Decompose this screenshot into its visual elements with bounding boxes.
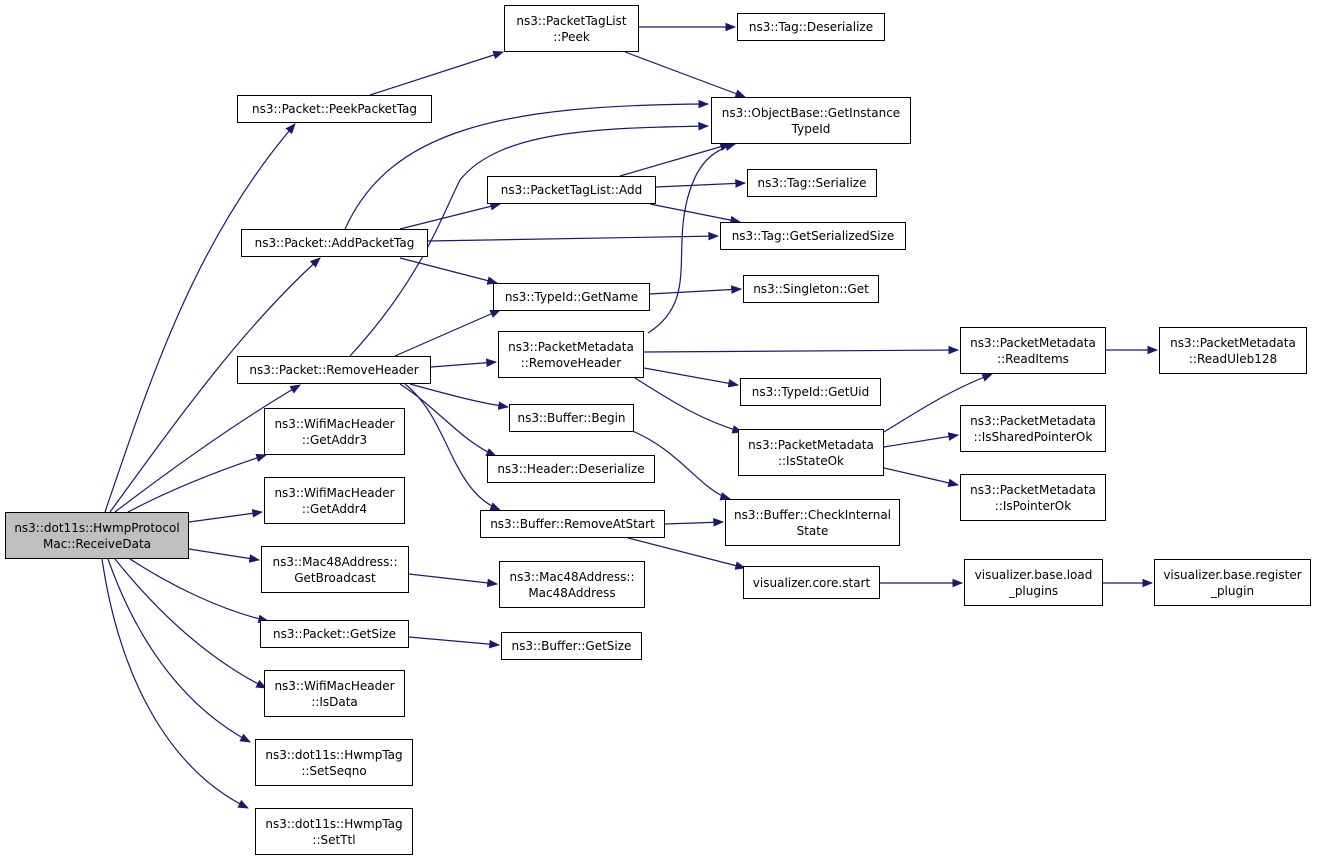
edge-removeheader-to-bufremove	[404, 383, 502, 511]
node-tag-serialize[interactable]: ns3::Tag::Serialize	[747, 169, 877, 197]
edge-receive-to-removeheader	[114, 384, 301, 513]
node-visualizer-core-start[interactable]: visualizer.core.start	[743, 566, 880, 599]
edge-addtag-to-taglistadd	[399, 202, 502, 230]
node-packet-get-size[interactable]: ns3::Packet::GetSize	[260, 620, 409, 648]
edge-addtag-to-instance	[344, 99, 710, 230]
edge-taglistadd-to-serialsize	[649, 203, 742, 225]
node-metadata-is-state-ok[interactable]: ns3::PacketMetadata::IsStateOk	[738, 429, 884, 476]
node-typeid-get-uid[interactable]: ns3::TypeId::GetUid	[740, 378, 881, 406]
node-set-ttl[interactable]: ns3::dot11s::HwmpTag::SetTtl	[255, 808, 413, 855]
edge-metaremove-to-readitems	[643, 345, 960, 355]
edge-receive-to-ttl	[101, 558, 249, 809]
edge-isstateok-to-sharedptr	[883, 432, 960, 448]
node-metadata-read-items[interactable]: ns3::PacketMetadata::ReadItems	[960, 327, 1106, 374]
node-metadata-read-uleb128[interactable]: ns3::PacketMetadata::ReadUleb128	[1159, 327, 1307, 374]
edge-receive-to-addr4	[188, 509, 264, 523]
node-typeid-get-name[interactable]: ns3::TypeId::GetName	[493, 283, 650, 311]
edge-addtag-to-getname	[399, 257, 499, 285]
edge-receive-to-seqno	[107, 558, 251, 743]
edge-peek-to-taglistpeek	[369, 50, 505, 96]
edge-taglistpeek-to-instance	[624, 51, 747, 98]
node-tag-get-serialized-size[interactable]: ns3::Tag::GetSerializedSize	[720, 222, 906, 250]
node-peek-packet-tag[interactable]: ns3::Packet::PeekPacketTag	[237, 95, 432, 123]
node-mac48-address[interactable]: ns3::Mac48Address::Mac48Address	[499, 561, 645, 608]
node-get-addr3[interactable]: ns3::WifiMacHeader::GetAddr3	[264, 408, 405, 455]
edge-removeheader-to-instance	[349, 121, 710, 357]
edge-removeheader-to-bufbegin	[409, 383, 510, 410]
edge-metaremove-to-isstateok	[634, 377, 744, 434]
edge-receive-to-peek	[104, 123, 296, 513]
edge-isstateok-to-ptrok	[883, 467, 960, 488]
node-tag-list-peek[interactable]: ns3::PacketTagList::Peek	[504, 5, 639, 52]
node-tag-deserialize[interactable]: ns3::Tag::Deserialize	[737, 13, 885, 41]
node-buffer-remove-at-start[interactable]: ns3::Buffer::RemoveAtStart	[480, 510, 665, 538]
node-metadata-is-pointer-ok[interactable]: ns3::PacketMetadata::IsPointerOk	[960, 474, 1106, 521]
edge-receive-to-addtag	[109, 257, 321, 513]
node-buffer-begin[interactable]: ns3::Buffer::Begin	[509, 404, 634, 432]
edge-receive-to-broadcast	[188, 548, 261, 563]
edge-removeheader-to-headerdeser	[399, 383, 497, 457]
node-singleton-get[interactable]: ns3::Singleton::Get	[743, 275, 879, 303]
edge-taglistadd-to-instance	[619, 142, 732, 177]
edge-addtag-to-serialsize	[427, 231, 720, 242]
edge-receive-to-addr3	[127, 453, 268, 513]
node-visualizer-load-plugins[interactable]: visualizer.base.load_plugins	[964, 559, 1103, 606]
node-header-deserialize[interactable]: ns3::Header::Deserialize	[487, 455, 655, 483]
edge-receive-to-getsize	[129, 558, 270, 624]
edge-removeheader-to-getname	[394, 309, 501, 357]
node-tag-list-add[interactable]: ns3::PacketTagList::Add	[487, 176, 656, 204]
node-is-data[interactable]: ns3::WifiMacHeader::IsData	[264, 670, 405, 717]
edge-bufbegin-to-checkinternal	[629, 429, 732, 501]
edge-receive-to-isdata	[114, 558, 267, 689]
edge-metaremove-to-getuid	[643, 367, 740, 388]
node-remove-header[interactable]: ns3::Packet::RemoveHeader	[237, 356, 431, 384]
edge-removeheader-to-metaremove	[430, 358, 498, 368]
edge-getsize-to-bufgetsize	[408, 636, 501, 649]
edge-bufremove-to-checkinternal	[664, 518, 725, 527]
node-metadata-is-shared-pointer-ok[interactable]: ns3::PacketMetadata::IsSharedPointerOk	[960, 405, 1106, 452]
edge-isstateok-to-readitems	[883, 373, 994, 433]
node-metadata-remove-header[interactable]: ns3::PacketMetadata::RemoveHeader	[498, 331, 644, 378]
edge-bufremove-to-vizstart	[627, 537, 747, 570]
node-get-addr4[interactable]: ns3::WifiMacHeader::GetAddr4	[264, 477, 405, 524]
node-visualizer-register-plugin[interactable]: visualizer.base.register_plugin	[1154, 559, 1311, 606]
edge-getname-to-singleton	[649, 285, 743, 295]
edge-taglistadd-to-tagserialize	[655, 179, 747, 188]
node-get-broadcast[interactable]: ns3::Mac48Address::GetBroadcast	[261, 546, 409, 593]
node-add-packet-tag[interactable]: ns3::Packet::AddPacketTag	[241, 229, 428, 257]
node-buffer-get-size[interactable]: ns3::Buffer::GetSize	[501, 632, 642, 660]
node-set-seqno[interactable]: ns3::dot11s::HwmpTag::SetSeqno	[255, 739, 413, 786]
edge-broadcast-to-mac48	[408, 573, 499, 588]
edge-metaremove-to-instance	[647, 142, 737, 334]
